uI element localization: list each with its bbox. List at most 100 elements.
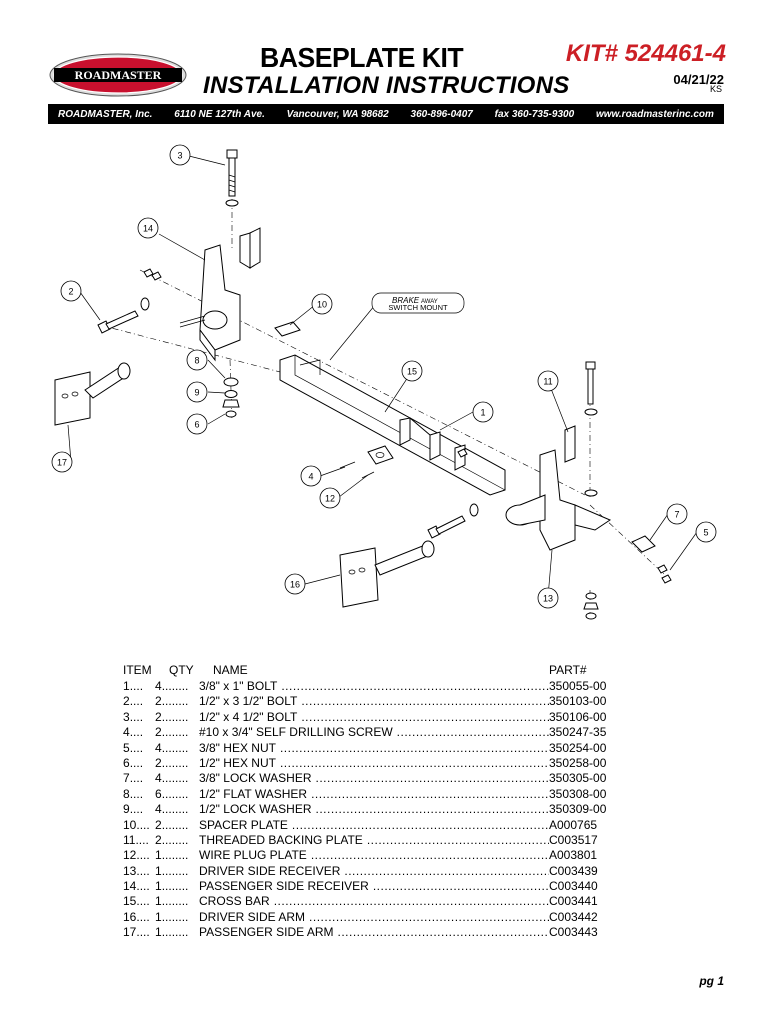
cross-bar	[279, 354, 506, 496]
row-part: 350103-00	[549, 694, 607, 709]
row-qty: 4	[155, 679, 162, 693]
parts-table: ITEM QTY NAME PART# 143/8" x 1" BOLT3500…	[123, 663, 613, 941]
company-phone: 360-896-0407	[410, 108, 473, 120]
logo-text: ROADMASTER	[75, 68, 162, 82]
row-name: CROSS BAR	[199, 894, 272, 910]
row-part: 350247-35	[549, 725, 607, 740]
callout-8: 8	[186, 349, 208, 371]
roadmaster-logo: ROADMASTER	[49, 53, 187, 97]
callout-15: 15	[401, 360, 423, 382]
row-part: 350305-00	[549, 771, 607, 786]
row-item: 8	[123, 786, 130, 801]
row-name: SPACER PLATE	[199, 817, 290, 833]
author-initials: KS	[709, 84, 722, 94]
svg-text:BRAKE: BRAKE	[392, 296, 420, 305]
backing-plate-right	[564, 425, 576, 463]
exploded-diagram: BRAKE AWAY SWITCH MOUNT 3 14 2 10 8 15 1…	[51, 144, 717, 620]
svg-text:15: 15	[407, 367, 417, 377]
svg-text:16: 16	[290, 580, 300, 590]
row-qty: 1	[155, 848, 162, 863]
row-name: DRIVER SIDE ARM	[199, 909, 308, 926]
bolt-right	[583, 361, 599, 620]
row-part: C003442	[549, 909, 598, 924]
svg-text:11: 11	[543, 377, 552, 387]
row-qty: 4	[155, 740, 162, 755]
row-qty: 6	[155, 786, 162, 801]
svg-text:SWITCH MOUNT: SWITCH MOUNT	[388, 303, 448, 312]
row-part: C003441	[549, 894, 598, 909]
table-row: 543/8" HEX NUT350254-00	[123, 740, 613, 756]
callout-12: 12	[319, 487, 341, 509]
table-row: 861/2" FLAT WASHER350308-00	[123, 786, 613, 803]
company-name: ROADMASTER, Inc.	[58, 108, 153, 120]
callout-17: 17	[51, 451, 73, 473]
row-qty: 1	[155, 925, 162, 940]
bolt-2	[97, 268, 162, 334]
row-part: A003801	[549, 848, 598, 863]
svg-text:13: 13	[543, 594, 553, 604]
row-qty: 2	[155, 817, 162, 832]
row-name: 3/8" HEX NUT	[199, 740, 278, 756]
driver-side-receiver	[505, 449, 612, 551]
callout-10: 10	[311, 293, 333, 315]
row-qty: 1	[155, 909, 162, 924]
svg-text:4: 4	[308, 472, 313, 482]
svg-text:14: 14	[143, 224, 153, 234]
table-row: 121WIRE PLUG PLATEA003801	[123, 848, 613, 864]
row-name: 3/8" x 1" BOLT	[199, 679, 280, 695]
callout-14: 14	[137, 217, 159, 239]
row-part: C003517	[549, 832, 598, 847]
svg-text:7: 7	[674, 510, 679, 520]
row-name: 1/2" LOCK WASHER	[199, 802, 314, 818]
callout-11: 11	[537, 370, 559, 392]
svg-text:17: 17	[57, 458, 67, 468]
row-item: 3	[123, 709, 130, 724]
page-number: pg 1	[699, 974, 724, 988]
row-qty: 4	[155, 802, 162, 817]
callout-13: 13	[537, 587, 559, 609]
row-item: 15	[123, 894, 137, 909]
table-row: 143/8" x 1" BOLT350055-00	[123, 679, 613, 695]
row-name: 1/2" x 4 1/2" BOLT	[199, 709, 300, 726]
table-row: 131DRIVER SIDE RECEIVERC003439	[123, 863, 613, 880]
table-row: 42#10 x 3/4" SELF DRILLING SCREW350247-3…	[123, 725, 613, 741]
row-item: 12	[123, 848, 137, 863]
row-part: 350254-00	[549, 740, 607, 755]
wire-plug-plate	[367, 445, 394, 465]
row-item: 14	[123, 879, 137, 894]
table-row: 941/2" LOCK WASHER350309-00	[123, 802, 613, 818]
revision-date: 04/21/22	[673, 72, 724, 87]
row-qty: 2	[155, 694, 162, 709]
contact-bar: ROADMASTER, Inc. 6110 NE 127th Ave. Vanc…	[48, 104, 724, 124]
header-item: ITEM	[123, 663, 152, 677]
spacer-plate	[274, 321, 301, 337]
company-website: www.roadmasterinc.com	[595, 108, 714, 120]
svg-text:8: 8	[194, 356, 199, 366]
kit-number: KIT# 524461-4	[565, 40, 726, 67]
svg-text:12: 12	[325, 494, 335, 504]
row-part: 350258-00	[549, 755, 607, 770]
callout-16: 16	[284, 573, 306, 595]
svg-text:9: 9	[194, 388, 199, 398]
svg-text:5: 5	[703, 528, 708, 538]
switch-mount-label	[371, 292, 465, 314]
row-item: 13	[123, 863, 137, 878]
row-item: 17	[123, 925, 137, 940]
table-row: 621/2" HEX NUT350258-00	[123, 755, 613, 772]
row-item: 11	[123, 832, 136, 847]
callout-3: 3	[169, 144, 191, 166]
table-row: 743/8" LOCK WASHER350305-00	[123, 771, 613, 787]
row-item: 7	[123, 771, 130, 786]
page-subtitle: INSTALLATION INSTRUCTIONS	[203, 72, 570, 99]
row-name: 1/2" x 3 1/2" BOLT	[199, 694, 300, 710]
callout-9: 9	[186, 381, 208, 403]
svg-text:3: 3	[177, 151, 182, 161]
header-qty: QTY	[169, 663, 194, 677]
company-fax: fax 360-735-9300	[494, 108, 575, 120]
backing-plate-left	[239, 227, 261, 269]
company-address: 6110 NE 127th Ave.	[174, 108, 265, 120]
row-name: PASSENGER SIDE RECEIVER	[199, 879, 371, 895]
callout-5: 5	[695, 521, 717, 543]
table-row: 141PASSENGER SIDE RECEIVERC003440	[123, 879, 613, 895]
passenger-side-arm	[54, 362, 131, 426]
